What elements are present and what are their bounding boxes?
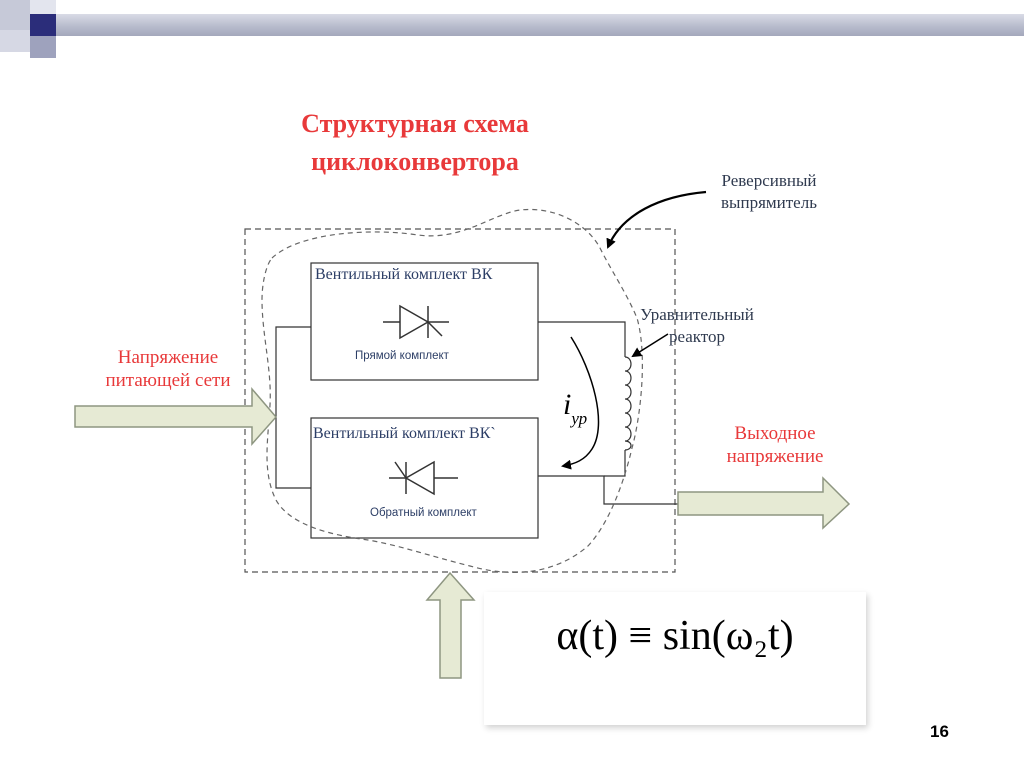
title-line-1: Структурная схема bbox=[301, 109, 529, 138]
output-label-line-2: напряжение bbox=[726, 446, 824, 467]
reverse-block bbox=[310, 417, 539, 539]
corner-square-3 bbox=[30, 14, 56, 36]
page-number: 16 bbox=[930, 722, 949, 741]
output-label-line-1: Выходное bbox=[734, 423, 816, 444]
diagram-title: Структурная схема циклоконвертора bbox=[0, 105, 830, 181]
reversing-rectifier-label: Реверсивный выпрямитель bbox=[694, 170, 844, 214]
current-label: iур bbox=[563, 388, 587, 428]
corner-square-2 bbox=[30, 0, 56, 14]
current-symbol: i bbox=[563, 388, 572, 421]
forward-block-subtitle: Прямой комплект bbox=[355, 350, 449, 362]
current-arrow bbox=[561, 336, 600, 470]
reversing-label-line-2: выпрямитель bbox=[721, 193, 817, 212]
input-arrow bbox=[74, 386, 277, 446]
reversing-label-line-1: Реверсивный bbox=[721, 171, 817, 190]
reactor-label: Уравнительный реактор bbox=[622, 304, 772, 348]
reverse-block-title: Вентильный комплект ВК` bbox=[313, 425, 496, 442]
thyristor-forward-symbol bbox=[383, 304, 449, 340]
input-label-line-1: Напряжение bbox=[117, 347, 219, 368]
reactor-coil bbox=[624, 356, 632, 451]
thyristor-reverse-symbol bbox=[389, 460, 458, 496]
current-subscript: ур bbox=[571, 409, 588, 428]
control-law-formula: α(t) ≡ sin(ω₂t) bbox=[556, 613, 794, 659]
reverse-block-subtitle: Обратный комплект bbox=[370, 507, 477, 519]
system-boundary bbox=[244, 228, 676, 573]
input-label: Напряжение питающей сети bbox=[88, 346, 248, 392]
reactor-label-line-1: Уравнительный bbox=[640, 305, 754, 324]
reactor-pointer-arrow bbox=[631, 333, 669, 358]
corner-square-5 bbox=[30, 36, 56, 58]
title-line-2: циклоконвертора bbox=[311, 147, 519, 176]
input-label-line-2: питающей сети bbox=[105, 370, 231, 391]
reversing-pointer-arrow bbox=[606, 190, 707, 249]
reactor-label-line-2: реактор bbox=[668, 327, 726, 346]
header-bar bbox=[56, 14, 1024, 36]
formula-box: α(t) ≡ sin(ω₂t) bbox=[484, 592, 866, 725]
control-arrow bbox=[425, 571, 476, 679]
output-arrow bbox=[677, 476, 851, 530]
output-label: Выходное напряжение bbox=[700, 422, 850, 468]
corner-square-1 bbox=[0, 0, 30, 30]
wiring bbox=[275, 321, 680, 505]
forward-block-title: Вентильный комплект ВК bbox=[315, 266, 493, 283]
forward-block bbox=[310, 262, 539, 381]
corner-square-4 bbox=[0, 30, 30, 52]
